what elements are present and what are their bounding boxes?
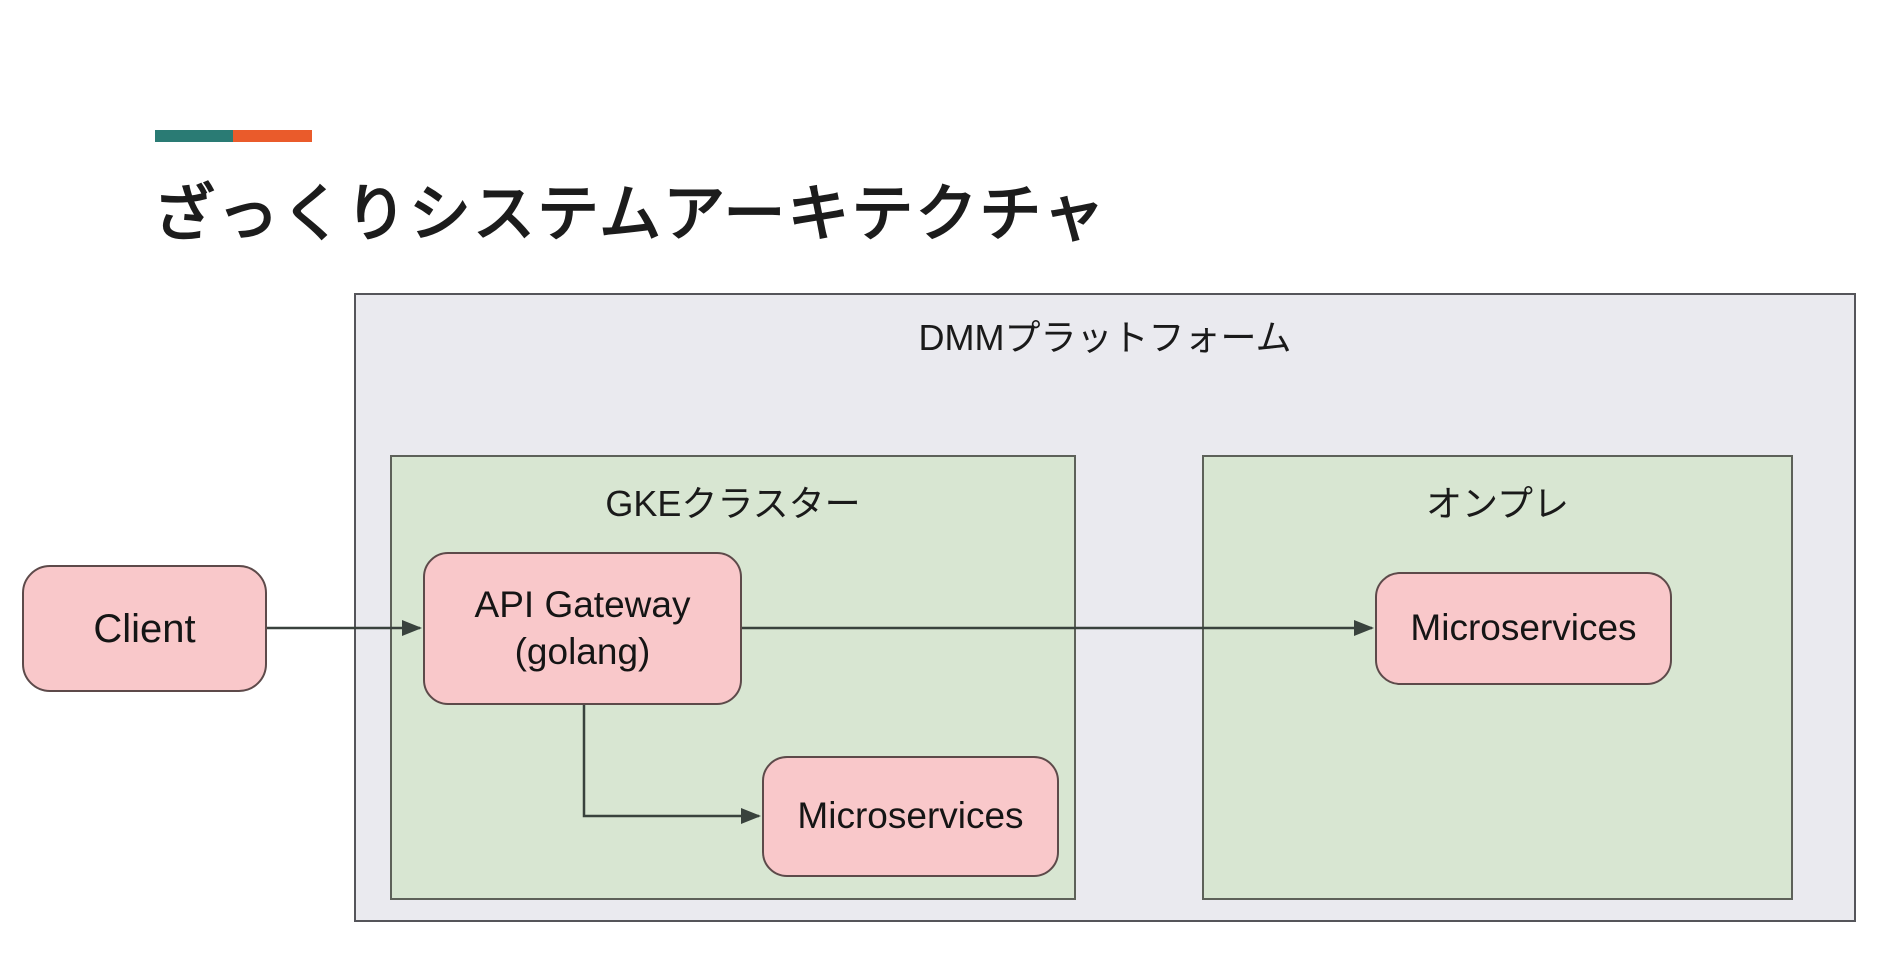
- accent-bar: [155, 130, 312, 142]
- node-microservices-gke: Microservices: [762, 756, 1059, 877]
- accent-bar-orange-segment: [233, 130, 312, 142]
- node-api-gateway: API Gateway (golang): [423, 552, 742, 705]
- dmm-platform-label: DMMプラットフォーム: [918, 317, 1292, 358]
- node-microservices-gke-label: Microservices: [797, 795, 1024, 837]
- gke-cluster-label: GKEクラスター: [605, 483, 861, 524]
- node-client-label: Client: [93, 606, 196, 651]
- node-microservices-onprem: Microservices: [1375, 572, 1672, 685]
- accent-bar-teal-segment: [155, 130, 233, 142]
- onprem-label: オンプレ: [1426, 483, 1569, 524]
- node-microservices-onprem-label: Microservices: [1410, 607, 1637, 649]
- node-api-gateway-label-line1: API Gateway: [474, 584, 691, 626]
- node-client: Client: [22, 565, 267, 692]
- node-api-gateway-label-line2: (golang): [514, 630, 651, 672]
- slide-title: ざっくりシステムアーキテクチャ: [153, 180, 1107, 249]
